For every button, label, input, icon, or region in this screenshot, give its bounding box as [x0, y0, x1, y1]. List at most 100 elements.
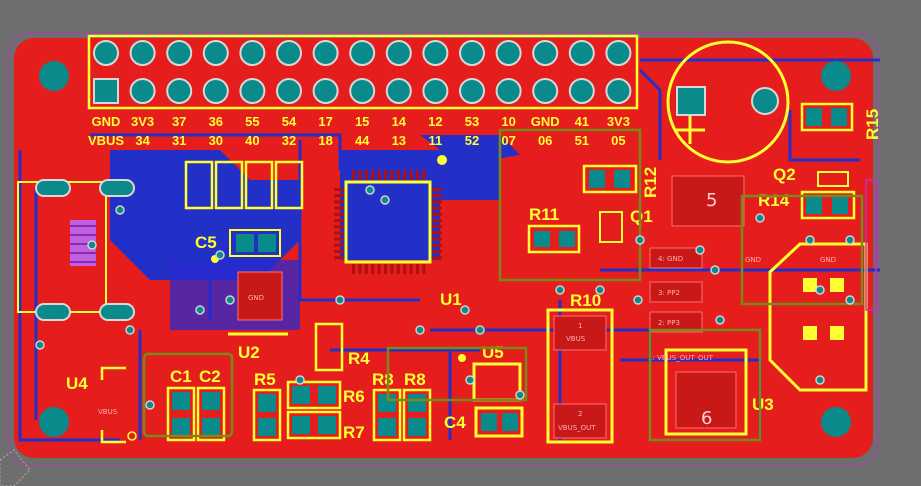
- c4-pad: [502, 413, 518, 431]
- capacitor-c5: C5: [195, 229, 281, 263]
- u1-pin: [416, 264, 419, 274]
- via: [805, 235, 815, 245]
- via: [87, 240, 97, 250]
- header-label-top: 10: [501, 114, 515, 129]
- u3-tab: [675, 371, 737, 429]
- ref-q2: Q2: [773, 165, 796, 184]
- c2-pad: [202, 418, 220, 436]
- u4-vbus-label: VBUS: [98, 408, 118, 416]
- header-pad: [422, 78, 449, 104]
- r14-pad: [806, 196, 822, 214]
- via: [755, 213, 765, 223]
- u5-pin1-marker: [458, 354, 466, 362]
- via: [295, 375, 305, 385]
- edge-connector-outline: [865, 179, 877, 311]
- resistor-r12: R12: [582, 164, 660, 198]
- r11-outline: [527, 224, 581, 254]
- u1-outline: [344, 180, 432, 264]
- u1-pin: [334, 250, 344, 253]
- header-label-top: 15: [355, 114, 369, 129]
- capacitor-c4: C4: [444, 406, 524, 438]
- u1-pin: [352, 264, 355, 274]
- cap-pad-square: [676, 86, 706, 116]
- mounting-holes: [39, 61, 851, 437]
- header-pad: [129, 40, 156, 66]
- r10-pad-vbus: VBUS: [566, 335, 586, 343]
- via: [515, 390, 525, 400]
- ref-r4: R4: [348, 349, 370, 368]
- pad-label-gnd: 4: GND: [658, 255, 683, 263]
- header-label-bottom: 13: [392, 133, 406, 148]
- u1-pin: [432, 219, 442, 222]
- u1-pins: [334, 170, 442, 274]
- u1-pin: [377, 170, 381, 180]
- header-pad: [532, 78, 559, 104]
- via: [715, 315, 725, 325]
- u1-pin: [334, 194, 344, 198]
- via: [380, 195, 390, 205]
- q2-outline: [817, 171, 849, 187]
- resistor-r10: R10 1 VBUS 2 VBUS_OUT: [546, 291, 614, 444]
- via: [710, 265, 720, 275]
- header-pad-pin1: [93, 78, 119, 104]
- ref-c4: C4: [444, 413, 466, 432]
- r8b-pad: [408, 418, 426, 436]
- u1-pin: [358, 170, 362, 180]
- resistor-r14: R14: [758, 190, 856, 220]
- header-pad: [385, 40, 412, 66]
- board-keepout-outline: [7, 32, 879, 466]
- ref-r8a: R8: [372, 370, 394, 389]
- u4-silk: [100, 366, 126, 380]
- header-label-top: GND: [92, 114, 121, 129]
- r6-pad: [318, 386, 336, 404]
- via: [633, 295, 643, 305]
- u1-pin: [371, 264, 375, 274]
- u1-pin: [334, 188, 344, 191]
- capacitors-c1-c2: C1 C2: [166, 367, 226, 442]
- mounting-hole-br: [821, 407, 851, 437]
- u1-pin: [384, 170, 387, 180]
- u1-pin: [334, 243, 344, 247]
- u1-pin: [334, 206, 344, 210]
- r8a-pad: [378, 418, 396, 436]
- header-pad: [129, 78, 156, 104]
- ref-r6: R6: [343, 387, 365, 406]
- header-pad: [568, 78, 595, 104]
- r12-pad: [614, 170, 630, 188]
- resistor-r11: R11: [527, 205, 581, 254]
- via: [115, 205, 125, 215]
- ref-r15: R15: [863, 109, 882, 140]
- u1-pin: [334, 231, 344, 235]
- header-label-top: 55: [245, 114, 259, 129]
- header-pad: [93, 40, 119, 66]
- r11-pad: [534, 231, 550, 247]
- u1-pin: [432, 231, 442, 235]
- r5-pad: [258, 418, 276, 436]
- u1-pin: [432, 206, 442, 210]
- via: [460, 305, 470, 315]
- u1-pin: [422, 170, 426, 180]
- u4-pin-marker: [127, 431, 137, 441]
- header-label-bottom: 31: [172, 133, 186, 148]
- mounting-hole-tl: [39, 61, 69, 91]
- via: [145, 400, 155, 410]
- usb-shell-pad: [35, 303, 71, 321]
- ic-u4: U4 VBUS: [66, 366, 137, 444]
- u3-outline: [664, 348, 748, 436]
- u1-pin: [432, 237, 442, 241]
- via: [465, 375, 475, 385]
- bottom-copper-fill-header: [420, 135, 520, 165]
- r15-outline: [800, 102, 854, 132]
- r5-outline: [252, 388, 282, 442]
- header-pad: [312, 78, 339, 104]
- u1-pin: [432, 212, 442, 216]
- via: [35, 340, 45, 350]
- via: [845, 235, 855, 245]
- r8a-pad: [378, 394, 396, 412]
- r10-pad-num: 1: [578, 322, 582, 330]
- header-label-bottom: 05: [611, 133, 625, 148]
- header-pad: [202, 78, 229, 104]
- u1-pin: [390, 264, 394, 274]
